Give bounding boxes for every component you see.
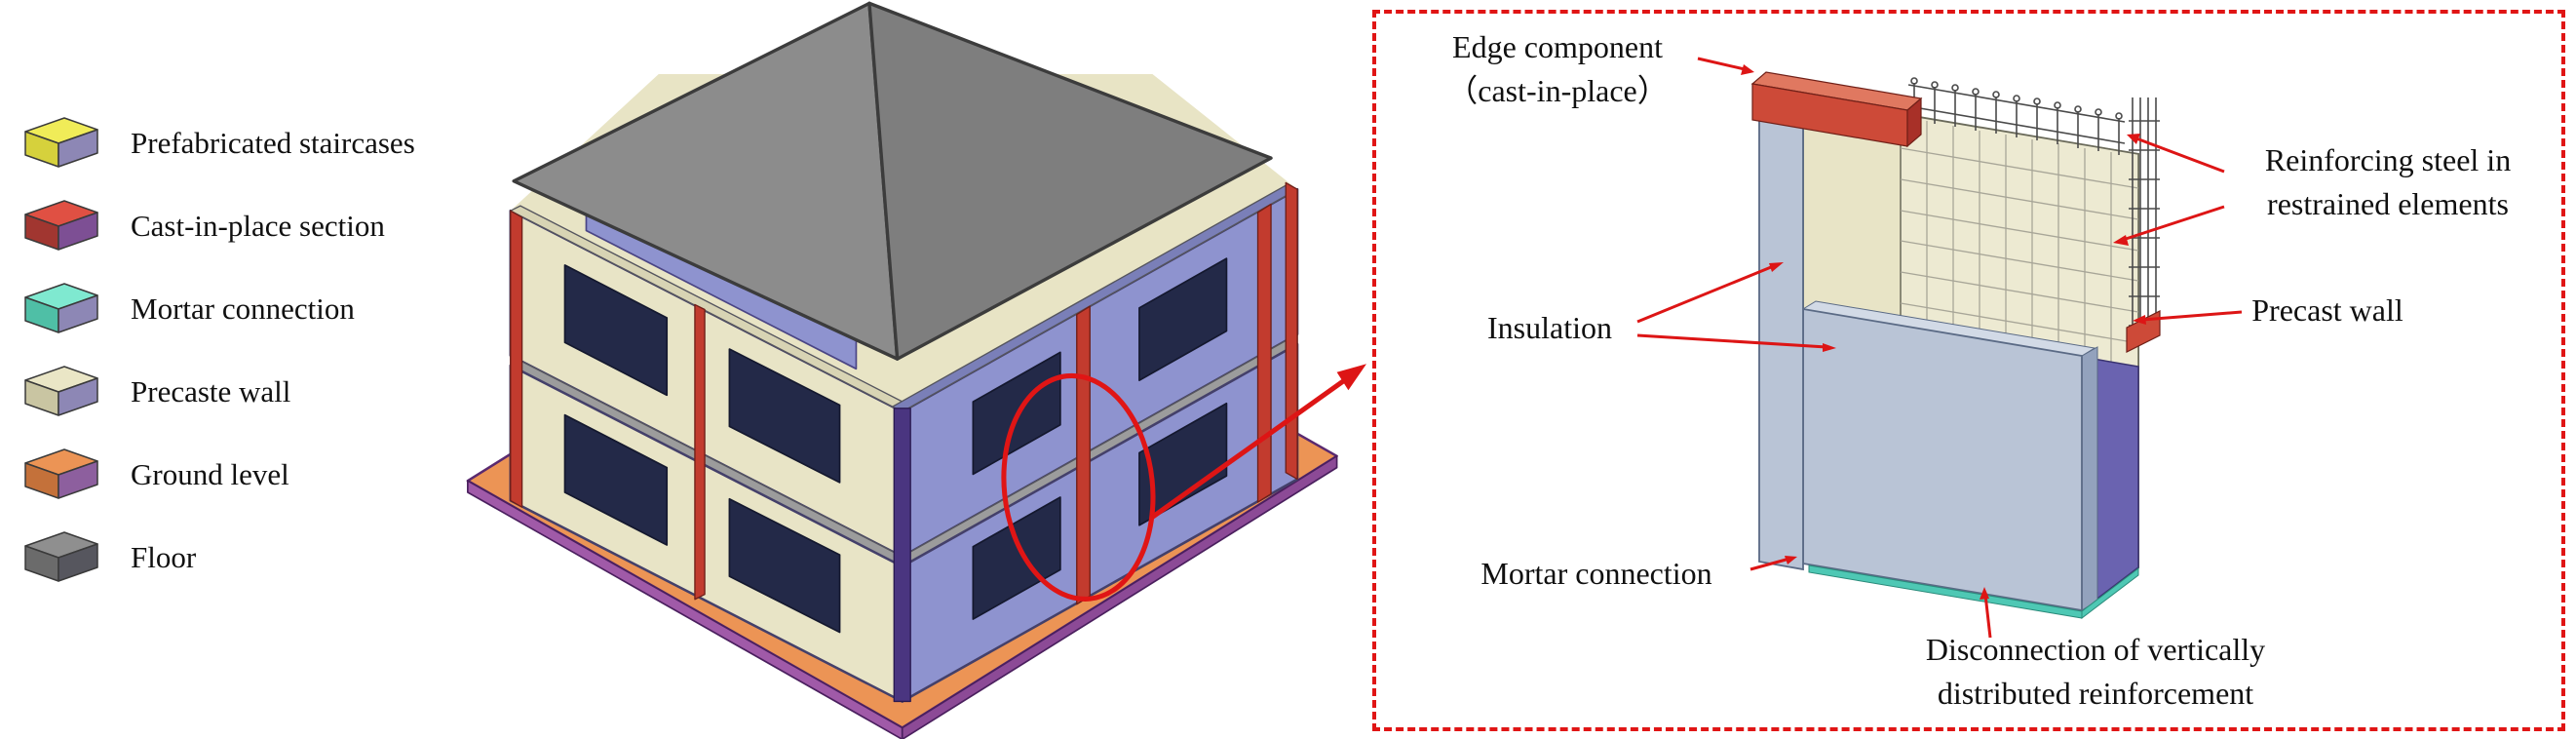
ground-right-edge (901, 454, 1338, 739)
mortar-connection-label-text: Mortar connection (1480, 556, 1712, 591)
swatch-right-face (58, 129, 98, 168)
reinforcing-steel-label-line1: Reinforcing steel in (2264, 142, 2512, 177)
edge-component (1750, 71, 1923, 148)
mortar-connection-arrow (1749, 556, 1797, 571)
legend-label: Mortar connection (131, 292, 355, 326)
swatch-right-face (58, 294, 98, 333)
label-arrows (1636, 57, 2243, 639)
swatch-right-face (58, 543, 98, 582)
legend-item-precaste-wall: Precaste wall (14, 364, 415, 420)
legend: Prefabricated staircases Cast-in-place s… (14, 115, 415, 612)
roof-right-face (867, 1, 1273, 361)
mortar-strip (1808, 564, 2139, 620)
legend-item-mortar-connection: Mortar connection (14, 281, 415, 337)
disconnection-label: Disconnection of vertically distributed … (1901, 628, 2290, 716)
mortar-connection-label: Mortar connection (1441, 552, 1752, 596)
precaste-wall-swatch-icon (24, 366, 98, 416)
legend-item-ground-level: Ground level (14, 447, 415, 503)
legend-item-cast-in-place-section: Cast-in-place section (14, 198, 415, 254)
precast-wall-label: Precast wall (2240, 289, 2415, 332)
building-illustration (466, 1, 1366, 739)
detail-highlight-ellipse (1001, 372, 1156, 602)
callout-arrow-line (1150, 376, 1349, 520)
window (728, 348, 841, 484)
legend-item-prefabricated-staircases: Prefabricated staircases (14, 115, 415, 172)
insulation-panel (1801, 300, 2096, 612)
callout-arrow (1150, 364, 1366, 520)
corner-strip-front (893, 408, 911, 703)
window (1138, 402, 1228, 526)
reinforcing-steel-arrow-bottom (2113, 205, 2225, 246)
floor-swatch-icon (24, 531, 98, 582)
reinforcing-steel-label-line2: restrained elements (2267, 185, 2509, 221)
cast-strip-left-face (694, 303, 706, 601)
windows (563, 257, 1228, 634)
wall-detail-illustration (1636, 57, 2243, 639)
reinforcing-steel-label: Reinforcing steel in restrained elements (2220, 138, 2556, 226)
legend-label: Floor (131, 540, 197, 574)
cast-strip-right-corner (1285, 181, 1298, 481)
cast-in-place-section-swatch-icon (24, 200, 98, 251)
swatch-right-face (58, 212, 98, 251)
window (1138, 257, 1228, 381)
highlight-ellipse (1001, 372, 1156, 602)
legend-label: Prefabricated staircases (131, 126, 415, 160)
insulation-side-face (2081, 346, 2098, 611)
ground-level-swatch-icon (24, 448, 98, 499)
edge-component-label: Edge component （cast-in-place） (1402, 25, 1713, 113)
window (563, 413, 669, 546)
cast-in-place-strips (510, 181, 1298, 703)
ground-left-edge (467, 480, 904, 739)
reinforcement-mesh (1900, 113, 2139, 372)
top-rebar-row (1907, 77, 2126, 155)
mortar-connection-swatch-icon (24, 283, 98, 333)
window (563, 264, 669, 397)
roof (512, 1, 1273, 361)
edge-component-label-line1: Edge component (1452, 29, 1663, 64)
cast-strip-left-corner (510, 210, 523, 508)
insulation-label: Insulation (1462, 306, 1637, 350)
cast-strip-right-face-1 (1076, 305, 1091, 605)
detail-panel: Edge component （cast-in-place） Reinforci… (1372, 10, 2565, 731)
legend-label: Cast-in-place section (131, 209, 385, 243)
callout-arrow-head (1336, 364, 1366, 391)
legend-label: Precaste wall (131, 374, 291, 408)
cast-joint-block (2126, 310, 2161, 353)
insulation-label-text: Insulation (1487, 310, 1612, 345)
disconnection-arrow (1980, 587, 1992, 639)
cast-strip-right-face-2 (1256, 203, 1272, 503)
precast-wall-arrow (2133, 310, 2243, 325)
disconnection-label-line1: Disconnection of vertically (1925, 632, 2266, 667)
legend-label: Ground level (131, 457, 289, 491)
insulation-front-face (1802, 307, 2083, 612)
edge-component-label-line2: （cast-in-place） (1446, 72, 1669, 108)
insulation-arrow-strip (1636, 262, 1784, 324)
insulation-arrow-panel (1636, 333, 1836, 352)
disconnection-label-line2: distributed reinforcement (1937, 675, 2254, 711)
legend-item-floor: Floor (14, 529, 415, 586)
edge-component-arrow (1697, 57, 1754, 75)
mortar-strip-side (2081, 566, 2139, 620)
edge-component-end-face (1906, 97, 1922, 148)
window (972, 496, 1061, 620)
swatch-right-face (58, 377, 98, 416)
precast-wall-label-text: Precast wall (2251, 292, 2403, 328)
prefabricated-staircases-swatch-icon (24, 117, 98, 168)
reinforcing-steel-arrow-top (2127, 134, 2225, 174)
window (728, 497, 841, 634)
swatch-right-face (58, 460, 98, 499)
